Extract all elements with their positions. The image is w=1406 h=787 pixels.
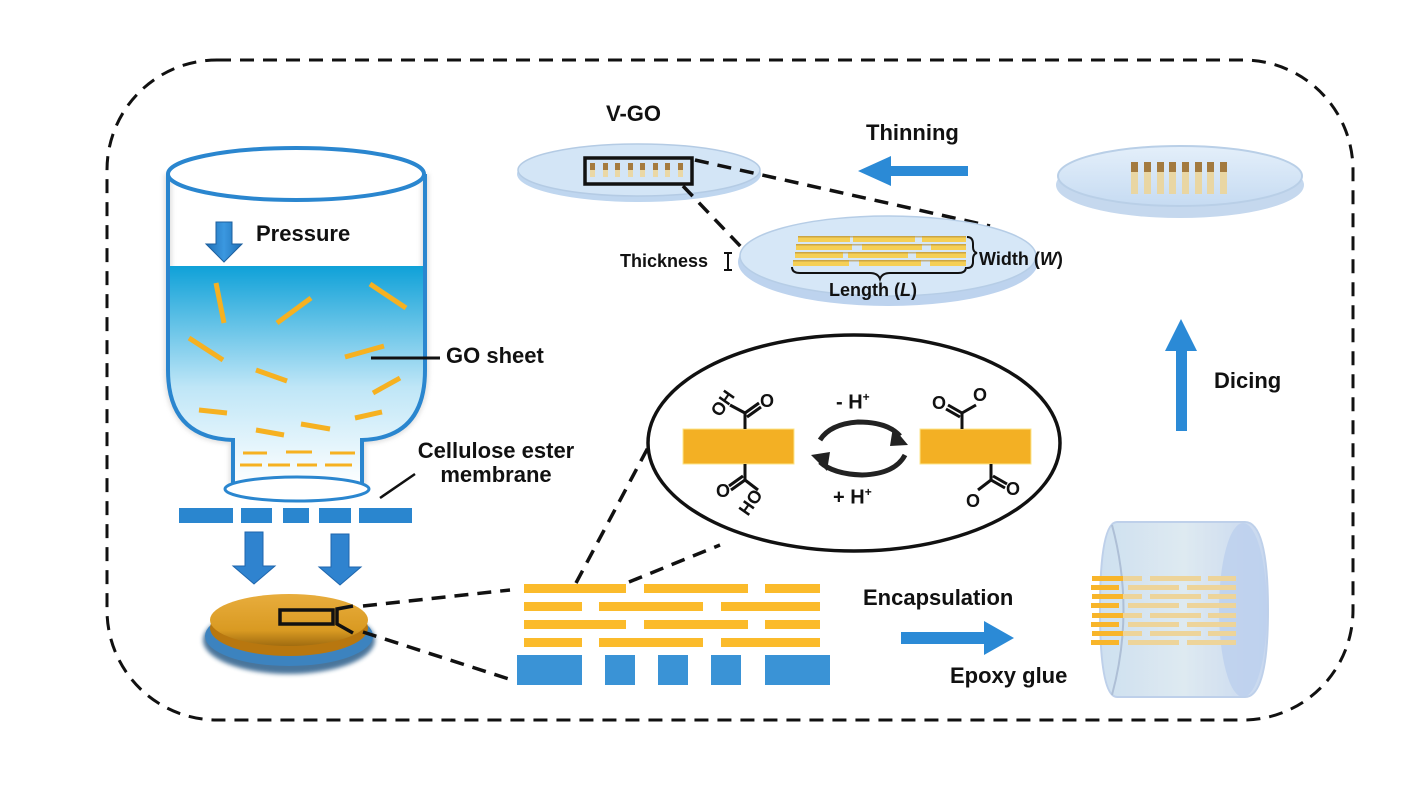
length-close: ): [910, 280, 917, 300]
zoom-line: [362, 630, 513, 682]
dicing-label: Dicing: [1214, 368, 1282, 393]
zoom-line: [362, 588, 511, 608]
encapsulated-go-layers: [1091, 576, 1236, 645]
protonation-text: + H: [833, 486, 865, 509]
epoxy-cylinder: [1098, 521, 1270, 698]
deprotonation-charge: +: [862, 390, 870, 404]
protonated-go-sheet: [682, 401, 795, 492]
length-symbol: L: [899, 280, 911, 300]
thickness-indicator: [724, 252, 732, 271]
length-brace: [791, 266, 967, 283]
thickness-label: Thickness: [620, 251, 709, 271]
filtration-vessel: [164, 146, 429, 503]
diced-dish: [1056, 145, 1304, 218]
width-label: Width (W): [979, 249, 1063, 270]
cycle-arrows-icon: [817, 419, 908, 478]
deprotonation-label: - H+: [836, 390, 870, 414]
protonation-charge: +: [864, 485, 872, 499]
go-sheet-label: GO sheet: [446, 343, 544, 368]
zoom-line: [628, 543, 721, 584]
width-close: ): [1056, 249, 1063, 269]
zoom-line: [694, 158, 991, 228]
thinning-label: Thinning: [866, 120, 959, 145]
zoom-region-box: [278, 608, 335, 626]
membrane-label: Cellulose ester membrane: [405, 438, 587, 488]
encapsulation-label: Encapsulation: [863, 585, 1014, 610]
epoxy-glue-label: Epoxy glue: [950, 663, 1068, 688]
vgo-label: V-GO: [606, 101, 662, 126]
arrow-up-icon: [1165, 319, 1197, 431]
arrow-right-icon: [901, 621, 1014, 655]
zoom-line: [574, 424, 662, 584]
chemistry-inset: [646, 333, 1062, 553]
filter-membrane: [179, 508, 412, 523]
vgo-lamellae: [793, 236, 966, 266]
carbonyl-label-bottom: O: [716, 481, 731, 501]
cycle-arrowhead: [890, 427, 908, 446]
carboxylate-label-right-bottom: O: [966, 491, 981, 511]
vessel-outlet: [223, 475, 371, 503]
arrow-left-icon: [858, 156, 968, 186]
layered-go-structure: [524, 584, 820, 647]
protonation-label: + H+: [833, 485, 872, 509]
membrane-pointer: [379, 472, 416, 500]
vessel-rim: [166, 146, 426, 202]
length-label: Length (L): [829, 280, 917, 301]
membrane-label-line1: Cellulose ester: [417, 438, 575, 463]
layered-membrane-base: [517, 655, 830, 685]
arrow-down-icon: [231, 531, 277, 585]
vgo-dish: [517, 143, 761, 202]
carboxylate-label-right-top: O: [973, 385, 988, 405]
deprotonated-go-sheet: [919, 403, 1032, 492]
dashed-frame: [105, 58, 1355, 722]
width-text: Width (: [979, 249, 1040, 269]
zoom-line: [681, 184, 746, 252]
go-sheets-suspension: [187, 281, 408, 467]
carbonyl-label-right-top: O: [932, 393, 947, 413]
membrane-label-line2: membrane: [440, 462, 552, 488]
width-brace: [966, 236, 978, 269]
zoom-region-box: [583, 156, 694, 186]
go-membrane-disc: [203, 594, 375, 674]
arrow-down-icon: [204, 221, 244, 263]
carbonyl-label-right-bottom: O: [1006, 479, 1021, 499]
vgo-enlarged-dish: [724, 215, 1038, 306]
width-symbol: W: [1039, 249, 1057, 269]
deprotonation-text: - H: [836, 391, 863, 414]
length-text: Length (: [829, 280, 900, 300]
arrow-down-icon: [317, 533, 363, 586]
cycle-arrowhead: [811, 452, 830, 471]
carbonyl-label-top: O: [760, 391, 775, 411]
pressure-label: Pressure: [256, 221, 351, 246]
